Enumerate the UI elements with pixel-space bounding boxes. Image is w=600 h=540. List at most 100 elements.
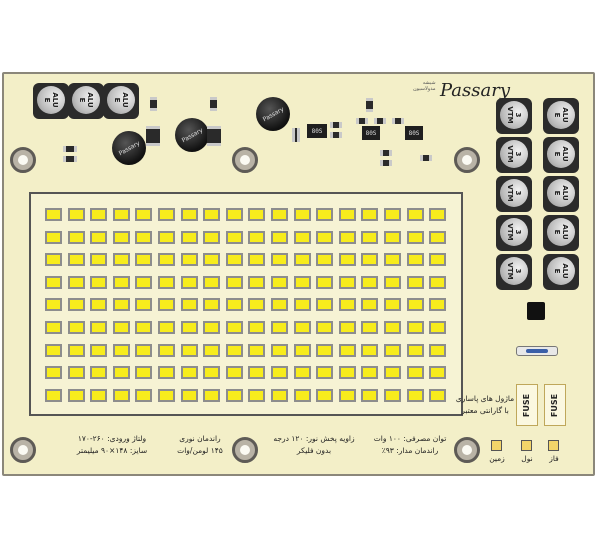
smd-resistor <box>356 118 368 124</box>
led-chip <box>293 366 311 380</box>
electrolytic-capacitor: ALU E <box>103 83 139 119</box>
led-chip <box>384 275 401 289</box>
led-chip <box>67 321 85 334</box>
led-chip <box>225 253 243 267</box>
size-spec: سایز: ۱۴۸×۹۰ میلیمتر <box>76 446 148 455</box>
led-chip <box>180 230 198 244</box>
led-chip <box>67 366 85 380</box>
fuse: FUSE <box>516 384 538 426</box>
led-chip <box>203 275 221 289</box>
neutral-label: نول <box>521 454 533 463</box>
led-chip <box>316 366 334 380</box>
led-chip <box>90 253 108 267</box>
smd-resistor <box>63 146 77 152</box>
led-chip <box>225 230 243 244</box>
led-chip <box>180 208 198 221</box>
led-chip <box>316 253 334 267</box>
smd-resistor <box>330 132 342 138</box>
led-chip <box>158 208 175 221</box>
led-chip <box>158 388 175 402</box>
inductor: Passary <box>256 97 290 131</box>
led-chip <box>361 321 379 334</box>
led-chip <box>180 298 198 312</box>
mounting-hole <box>454 147 480 173</box>
led-chip <box>112 230 130 244</box>
led-chip <box>135 253 153 267</box>
led-chip <box>67 388 85 402</box>
led-chip <box>361 275 379 289</box>
smd-diode <box>207 126 221 146</box>
led-chip <box>203 366 221 380</box>
bridge-rectifier <box>527 302 545 320</box>
led-chip <box>203 253 221 267</box>
led-chip <box>225 208 243 221</box>
led-chip <box>135 230 153 244</box>
light-sensor <box>516 346 558 356</box>
led-chip <box>338 366 356 380</box>
mounting-hole <box>232 437 258 463</box>
led-chip <box>338 275 356 289</box>
electrolytic-capacitor: ALU E <box>543 176 579 212</box>
smd-diode <box>146 126 160 146</box>
led-chip <box>225 298 243 312</box>
led-chip <box>67 275 85 289</box>
led-chip <box>406 343 424 357</box>
led-chip <box>316 208 334 221</box>
led-array <box>29 192 463 416</box>
led-chip <box>67 230 85 244</box>
electrolytic-capacitor: ALU E <box>543 137 579 173</box>
led-chip <box>406 275 424 289</box>
inductor: Passary <box>175 118 209 152</box>
led-chip <box>429 343 447 357</box>
led-chip <box>67 343 85 357</box>
led-chip <box>225 321 243 334</box>
led-chip <box>384 366 401 380</box>
led-chip <box>112 298 130 312</box>
led-chip <box>158 343 175 357</box>
led-chip <box>293 343 311 357</box>
electrolytic-capacitor: ALU E <box>68 83 104 119</box>
led-chip <box>248 298 266 312</box>
module-warranty: با گارانتی معتبر <box>461 406 509 415</box>
led-chip <box>384 230 401 244</box>
ic-chip: 80S <box>307 124 327 138</box>
smd-resistor <box>330 122 342 128</box>
led-chip <box>112 321 130 334</box>
led-chip <box>90 343 108 357</box>
led-chip <box>293 275 311 289</box>
led-chip <box>293 388 311 402</box>
led-chip <box>203 208 221 221</box>
led-chip <box>316 388 334 402</box>
led-chip <box>112 208 130 221</box>
electrolytic-capacitor: 3 VTM <box>496 176 532 212</box>
led-chip <box>271 321 288 334</box>
electrolytic-capacitor: ALU E <box>543 215 579 251</box>
led-chip <box>361 208 379 221</box>
smd-resistor <box>392 118 404 124</box>
led-chip <box>429 230 447 244</box>
led-chip <box>135 343 153 357</box>
angle-spec: زاویه پخش نور: ۱۲۰ درجه <box>273 434 355 443</box>
led-chip <box>203 298 221 312</box>
ic-chip: 80S <box>405 126 423 140</box>
led-chip <box>203 388 221 402</box>
led-chip <box>338 321 356 334</box>
led-chip <box>112 343 130 357</box>
led-chip <box>90 388 108 402</box>
electrolytic-capacitor: 3 VTM <box>496 254 532 290</box>
phase-label: فاز <box>549 454 559 463</box>
smd-resistor <box>63 156 77 162</box>
lumen-value: ۱۴۵ لومن/وات <box>177 446 223 455</box>
led-chip <box>112 366 130 380</box>
led-chip <box>248 208 266 221</box>
led-chip <box>361 366 379 380</box>
led-chip <box>203 230 221 244</box>
led-chip <box>271 343 288 357</box>
power-spec: توان مصرفی: ۱۰۰ وات <box>373 434 447 443</box>
led-chip <box>248 388 266 402</box>
led-chip <box>384 343 401 357</box>
led-chip <box>248 230 266 244</box>
led-chip <box>316 321 334 334</box>
led-chip <box>361 253 379 267</box>
led-chip <box>90 275 108 289</box>
